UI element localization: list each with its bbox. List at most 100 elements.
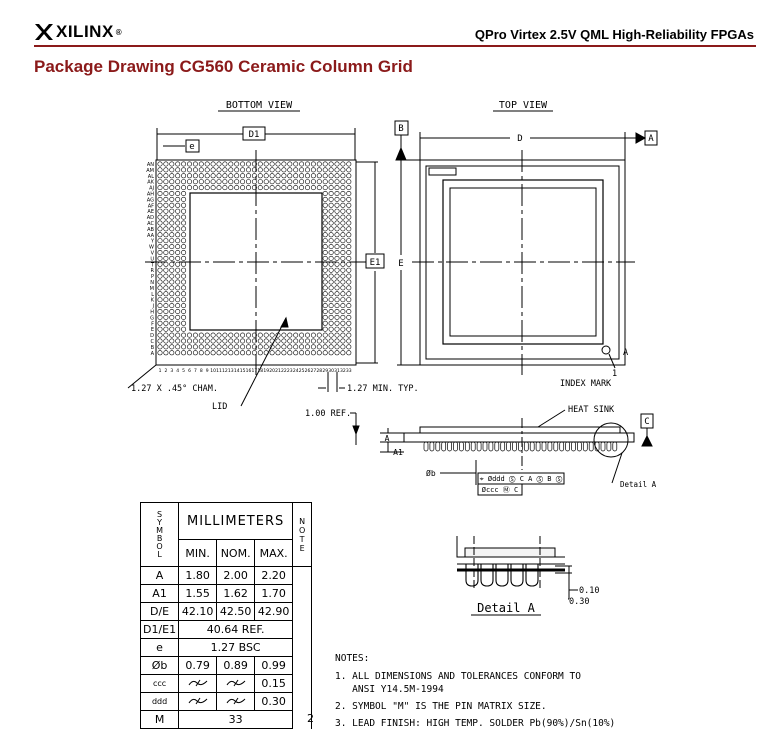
solder-column (157, 303, 163, 309)
note-1b: ANSI Y14.5M-1994 (335, 684, 444, 695)
solder-column (275, 185, 281, 191)
solder-column (246, 179, 252, 185)
row-label: H (150, 310, 154, 316)
detail-dim-010: 0.10 (579, 586, 599, 596)
solder-column (340, 220, 346, 226)
solder-column (169, 161, 175, 167)
solder-column (169, 303, 175, 309)
column-label: 18 (257, 368, 263, 374)
solder-column (322, 320, 328, 326)
solder-column (163, 338, 169, 344)
solder-column (169, 250, 175, 256)
solder-column (340, 161, 346, 167)
solder-column (210, 344, 216, 350)
header-char: T (299, 534, 305, 544)
solder-column (175, 285, 181, 291)
solder-column (340, 179, 346, 185)
solder-column (334, 291, 340, 297)
solder-column (340, 191, 346, 197)
solder-column (157, 297, 163, 303)
solder-column (192, 332, 198, 338)
solder-column (275, 338, 281, 344)
solder-column (340, 279, 346, 285)
solder-column (328, 255, 334, 261)
solder-column (251, 344, 257, 350)
solder-column (157, 344, 163, 350)
solder-column (269, 350, 275, 356)
header-rule (34, 45, 756, 47)
side-column (612, 441, 618, 452)
solder-column (198, 332, 204, 338)
solder-column (192, 338, 198, 344)
side-column (582, 441, 588, 452)
solder-column (181, 303, 187, 309)
solder-column (169, 267, 175, 273)
solder-column (175, 273, 181, 279)
solder-column (234, 173, 240, 179)
solder-column (169, 279, 175, 285)
solder-column (187, 344, 193, 350)
row-label: AN (147, 162, 154, 168)
solder-column (222, 338, 228, 344)
solder-column (163, 167, 169, 173)
solder-column (181, 161, 187, 167)
side-column (429, 441, 435, 452)
column-label: 5 (182, 368, 185, 374)
column-label: 1 (159, 368, 162, 374)
solder-column (340, 167, 346, 173)
solder-column (346, 179, 352, 185)
solder-column (240, 173, 246, 179)
solder-column (257, 344, 263, 350)
solder-column (175, 308, 181, 314)
solder-column (181, 338, 187, 344)
solder-column (157, 338, 163, 344)
solder-column (275, 179, 281, 185)
solder-column (175, 338, 181, 344)
solder-column (310, 161, 316, 167)
solder-column (263, 344, 269, 350)
solder-column (334, 338, 340, 344)
row-d1e1-value: 40.64 REF. (178, 620, 294, 639)
solder-column (169, 167, 175, 173)
lid-label: LID (212, 402, 227, 412)
solder-column (192, 167, 198, 173)
solder-column (281, 344, 287, 350)
solder-column (157, 285, 163, 291)
solder-column (346, 167, 352, 173)
detail-column (480, 564, 494, 587)
not-applicable-icon (188, 697, 207, 705)
solder-column (269, 344, 275, 350)
index-a: A (623, 348, 628, 358)
solder-column (293, 350, 299, 356)
solder-column (328, 167, 334, 173)
solder-column (246, 167, 252, 173)
solder-column (169, 285, 175, 291)
side-column (506, 441, 511, 452)
units-header: MILLIMETERS (178, 502, 294, 540)
table-row: Øb 0.79 0.89 0.99 (139, 656, 312, 675)
solder-column (287, 350, 293, 356)
solder-column (257, 173, 263, 179)
solder-column (346, 297, 352, 303)
solder-column (181, 250, 187, 256)
solder-column (175, 208, 181, 214)
row-sym: e (139, 638, 180, 657)
ball-grid (157, 161, 352, 356)
side-columns (423, 441, 618, 452)
solder-column (304, 167, 310, 173)
row-sym: M (139, 710, 180, 729)
column-label: 21 (275, 368, 281, 374)
solder-column (328, 297, 334, 303)
solder-column (163, 344, 169, 350)
solder-column (340, 308, 346, 314)
solder-column (175, 314, 181, 320)
solder-column (169, 273, 175, 279)
header-char: E (299, 543, 305, 553)
solder-column (334, 185, 340, 191)
solder-column (310, 173, 316, 179)
heat-sink-label: HEAT SINK (568, 405, 615, 415)
xilinx-logo-icon (35, 24, 53, 40)
solder-column (340, 208, 346, 214)
header-char: B (156, 533, 163, 543)
solder-column (175, 279, 181, 285)
